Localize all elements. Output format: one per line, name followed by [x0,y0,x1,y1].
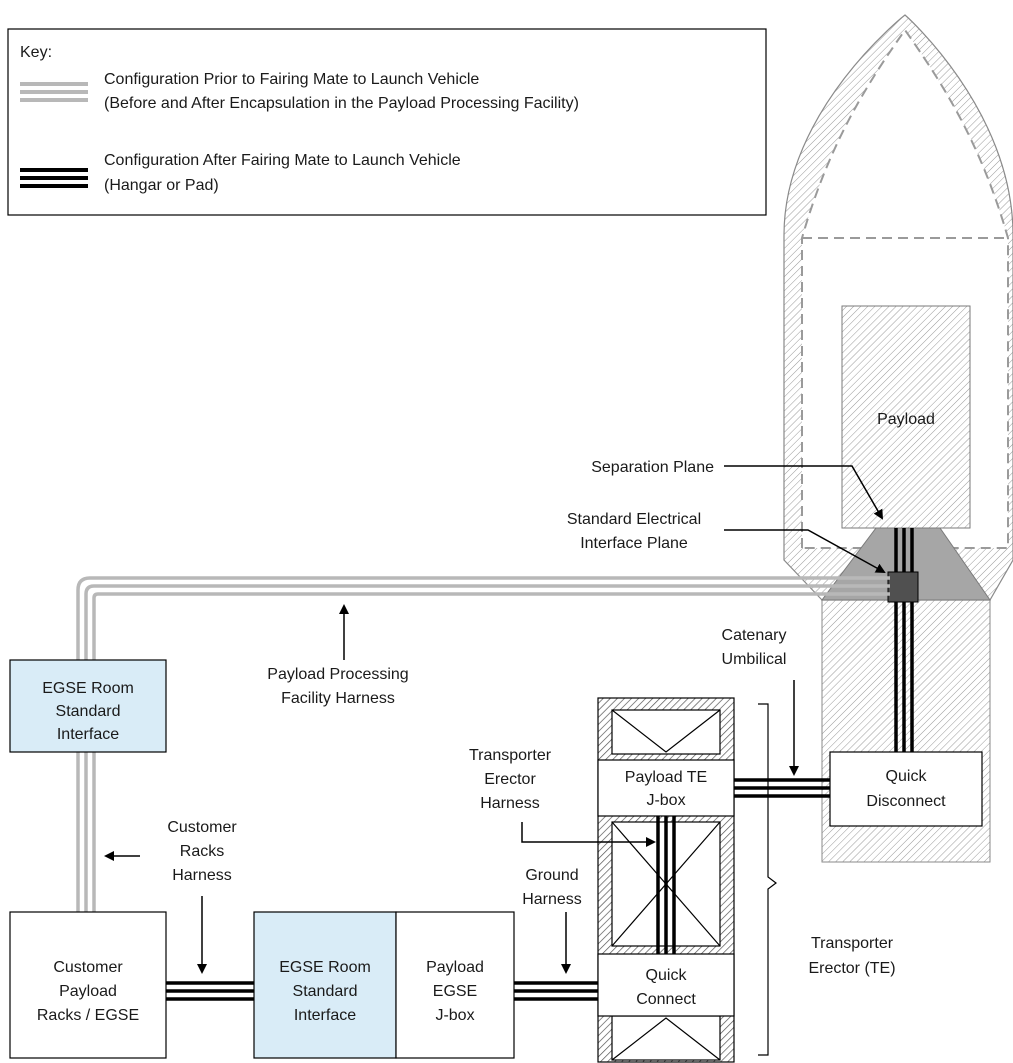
customer-racks-harness-label-1: Customer [167,819,237,836]
svg-text:Payload: Payload [59,983,117,1000]
customer-racks-harness-label-2: Racks [180,843,224,860]
egse-room-interface-top: EGSE Room Standard Interface [9,659,167,753]
std-elec-arrow [724,529,886,573]
quick-disconnect: Quick Disconnect [829,751,983,827]
vehicle-internal-harness [894,528,914,752]
payload-te-jbox: Payload TE J-box [597,759,735,817]
te-label-1: Transporter [811,935,894,952]
std-elec-label-1: Standard Electrical [567,511,701,528]
ppf-harness [76,576,890,660]
payload-egse-jbox: Payload EGSE J-box [395,911,515,1059]
svg-text:Connect: Connect [636,991,696,1008]
ground-harness-label-1: Ground [525,867,578,884]
gray-harness-swatch [20,82,88,102]
ppf-harness-label-1: Payload Processing [267,666,408,683]
electrical-interface-connector [887,571,919,603]
std-elec-label-2: Interface Plane [580,535,688,552]
te-internal-harness [656,814,676,954]
customer-racks-harness [76,752,96,912]
launch-vehicle: Payload [783,14,1013,863]
svg-text:J-box: J-box [646,792,685,809]
svg-text:EGSE: EGSE [433,983,477,1000]
catenary-label-2: Umbilical [722,651,787,668]
key-after-line2: (Hangar or Pad) [104,177,219,194]
svg-text:Standard: Standard [293,983,358,1000]
te-harness-label-3: Harness [480,795,540,812]
svg-text:EGSE Room: EGSE Room [279,959,371,976]
payload-label: Payload [877,411,935,428]
svg-text:Interface: Interface [57,726,119,743]
customer-racks-harness-label-3: Harness [172,867,232,884]
svg-text:J-box: J-box [435,1007,474,1024]
svg-text:Interface: Interface [294,1007,356,1024]
svg-text:Disconnect: Disconnect [866,793,946,810]
black-harness-swatch [20,168,88,188]
catenary-umbilical-harness [734,778,830,798]
ground-harness-label-2: Harness [522,891,582,908]
racks-to-egse-harness [166,981,254,1001]
ground-harness [514,981,598,1001]
separation-plane-arrow [724,465,883,520]
te-label-2: Erector (TE) [808,960,895,977]
egse-room-interface-bottom: EGSE Room Standard Interface [253,911,397,1059]
svg-text:Quick: Quick [646,967,688,984]
catenary-label-1: Catenary [722,627,787,644]
svg-text:EGSE Room: EGSE Room [42,680,134,697]
te-harness-arrow [521,822,656,847]
key-after-line1: Configuration After Fairing Mate to Laun… [104,152,461,169]
svg-text:Quick: Quick [886,768,928,785]
key-title: Key: [20,44,52,61]
svg-text:Payload TE: Payload TE [625,769,707,786]
separation-plane-label: Separation Plane [591,459,714,476]
key-legend: Key: Configuration Prior to Fairing Mate… [7,28,767,216]
key-prior-line1: Configuration Prior to Fairing Mate to L… [104,71,479,88]
key-prior-line2: (Before and After Encapsulation in the P… [104,95,579,112]
svg-text:Customer: Customer [53,959,123,976]
te-harness-label-2: Erector [484,771,536,788]
payload-block [841,305,971,529]
svg-text:Payload: Payload [426,959,484,976]
customer-payload-racks: Customer Payload Racks / EGSE [9,911,167,1059]
quick-connect: Quick Connect [597,953,735,1017]
svg-text:Racks / EGSE: Racks / EGSE [37,1007,139,1024]
te-harness-label-1: Transporter [469,747,552,764]
svg-text:Standard: Standard [56,703,121,720]
ppf-harness-label-2: Facility Harness [281,690,395,707]
